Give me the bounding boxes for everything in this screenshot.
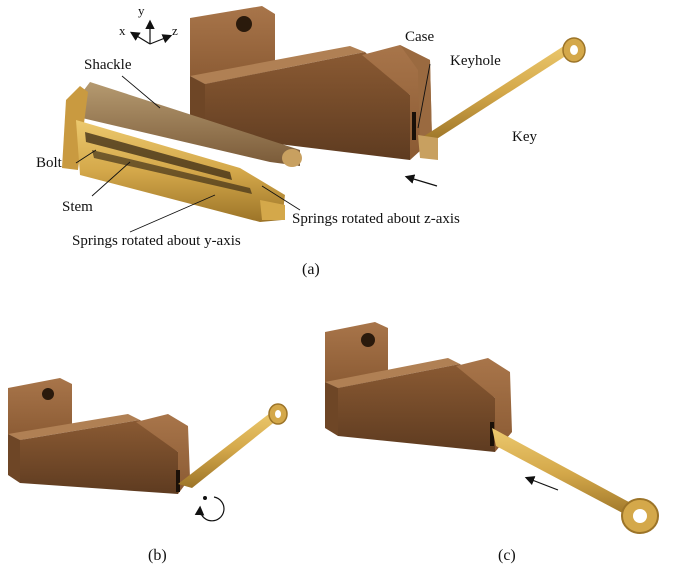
insert-arrow-a [404, 174, 438, 187]
label-keyhole: Keyhole [450, 53, 501, 69]
bolt-assembly [62, 82, 302, 222]
case-c [325, 322, 512, 452]
leader-lines [75, 63, 431, 233]
keyhole-slot [412, 112, 416, 140]
label-bolt: Bolt [36, 155, 62, 171]
label-stem: Stem [62, 199, 93, 215]
case-a [190, 6, 432, 160]
axis-y-label: y [138, 3, 145, 18]
key-b [178, 403, 288, 488]
label-springs-y: Springs rotated about y-axis [72, 233, 241, 249]
panel-label-b: (b) [148, 547, 167, 564]
insert-arrow-c [524, 476, 559, 491]
label-case: Case [405, 29, 435, 45]
panel-label-a: (a) [302, 261, 320, 278]
axes-icon [129, 19, 173, 45]
axis-x-label: x [119, 23, 126, 38]
label-springs-z: Springs rotated about z-axis [292, 211, 460, 227]
key-a [418, 37, 586, 160]
rotate-arrow-b [194, 496, 225, 522]
panel-label-c: (c) [498, 547, 516, 564]
label-key: Key [512, 129, 537, 145]
shackle-hole [236, 16, 252, 32]
axis-z-label: z [172, 23, 178, 38]
key-c [492, 428, 659, 534]
label-shackle: Shackle [84, 57, 132, 73]
case-b [8, 378, 190, 494]
